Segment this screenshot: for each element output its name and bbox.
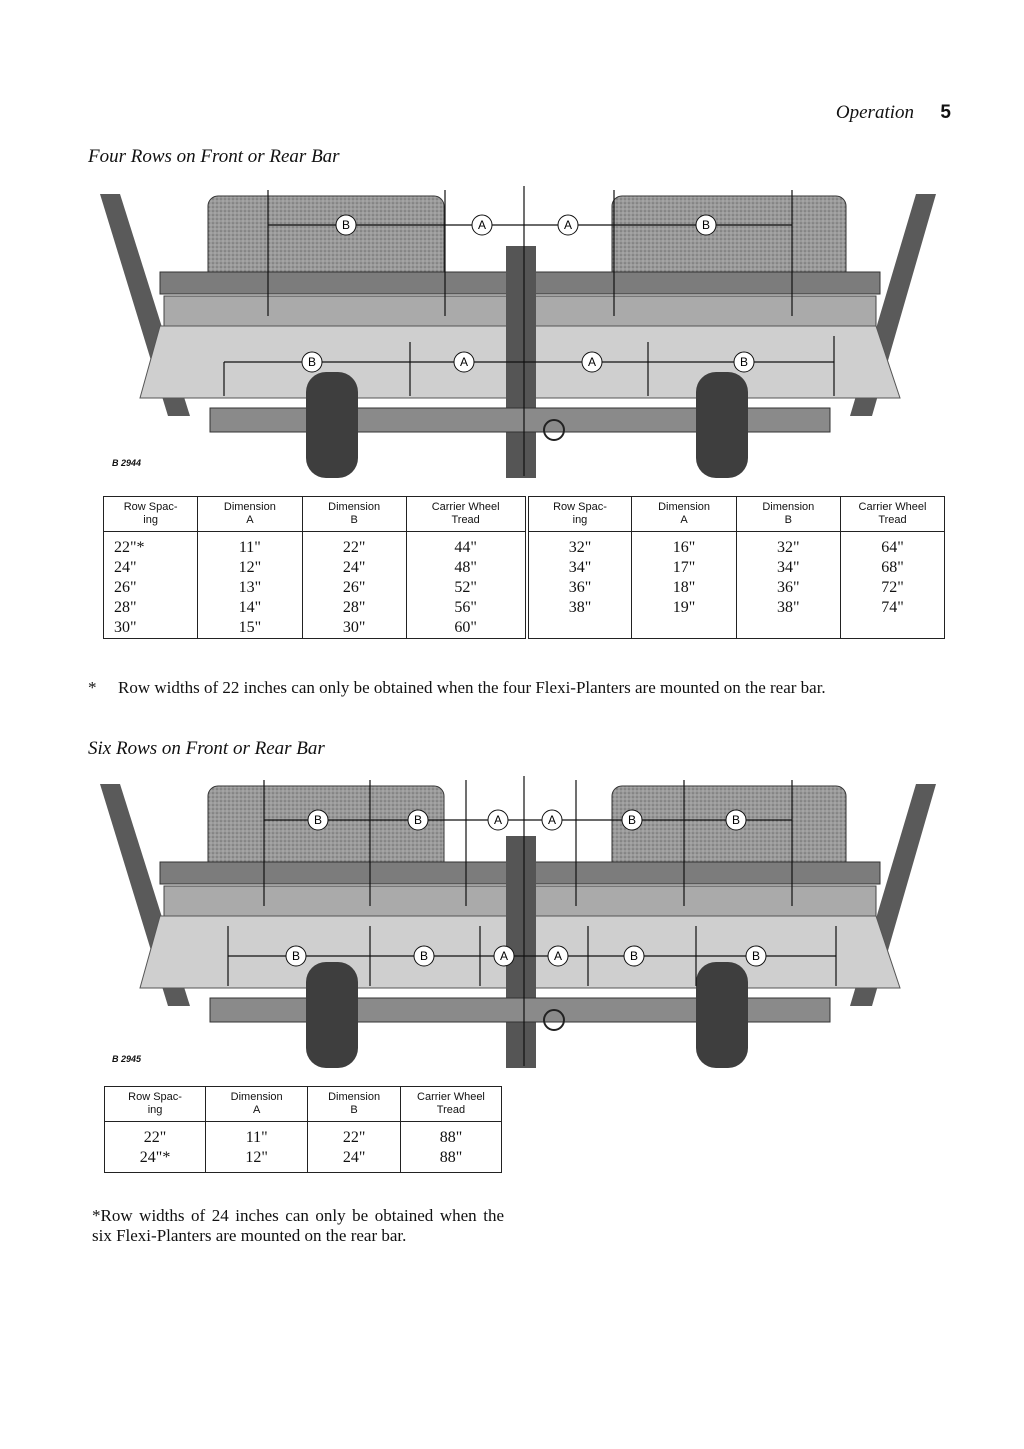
table-cell: 22"24" [307,1121,401,1173]
wheel-left [306,372,358,478]
dim-marker-top-3: A [557,214,579,236]
dim-marker-bottom-3: A [493,945,515,967]
svg-text:B: B [702,218,710,232]
footnote-22-inch: * Row widths of 22 inches can only be ob… [88,678,948,698]
dim-marker-top-3: A [487,809,509,831]
svg-text:B: B [308,355,316,369]
table-cell: 11"12" [205,1121,309,1173]
figure-number-1: B 2944 [112,458,142,468]
svg-text:B: B [292,949,300,963]
dim-marker-bottom-1: B [285,945,307,967]
svg-text:A: A [564,218,572,232]
svg-text:B: B [630,949,638,963]
wheel-left [306,962,358,1068]
dim-marker-bottom-5: B [623,945,645,967]
svg-text:B: B [628,813,636,827]
svg-text:A: A [460,355,468,369]
col-header: Row Spac-ing [102,496,199,532]
footnote-24-inch: *Row widths of 24 inches can only be obt… [92,1206,504,1245]
col-header: Row Spac-ing [103,1086,207,1122]
table-cell: 11"12"13"14"15" [197,531,303,639]
dim-marker-bottom-2: A [453,351,475,373]
svg-text:A: A [554,949,562,963]
figure-number-2: B 2945 [112,1054,142,1064]
dim-marker-bottom-4: B [733,351,755,373]
dim-marker-bottom-3: A [581,351,603,373]
wheel-right [696,962,748,1068]
wheel-right [696,372,748,478]
figure-caption-six-rows: Six Rows on Front or Rear Bar [88,738,325,759]
dim-marker-top-2: B [407,809,429,831]
col-header: Row Spac-ing [524,496,633,532]
dim-marker-bottom-6: B [745,945,767,967]
table-cell: 16"17"18"19" [631,531,737,639]
footnote-text: Row widths of 22 inches can only be obta… [118,678,826,697]
svg-text:A: A [500,949,508,963]
svg-text:A: A [548,813,556,827]
figure-caption-four-rows: Four Rows on Front or Rear Bar [88,146,340,167]
table-row: 22"24"* 11"12" 22"24" 88"88" [103,1121,503,1173]
dim-marker-bottom-4: A [547,945,569,967]
planter-illustration: B A A B B A A B [100,186,936,478]
table-cell: 32"34"36"38" [735,531,841,639]
table-cell: 22"24"26"28"30" [301,531,407,639]
svg-text:B: B [752,949,760,963]
dim-marker-bottom-1: B [301,351,323,373]
dim-marker-top-2: A [471,214,493,236]
svg-text:A: A [494,813,502,827]
svg-text:B: B [414,813,422,827]
page-number: 5 [940,102,951,123]
table-cell: 22"24"* [103,1121,207,1173]
table-cell: 64"68"72"74" [839,531,946,639]
svg-text:A: A [478,218,486,232]
table-row: 22"*24"26"28"30" 11"12"13"14"15" 22"24"2… [102,531,946,639]
dim-marker-top-4: B [695,214,717,236]
photo-six-row-planter: B B A A B B B B A A B B [100,776,936,1068]
table-cell: 32"34"36"38" [524,531,633,639]
svg-text:B: B [732,813,740,827]
table-cell: 22"*24"26"28"30" [102,531,199,639]
svg-text:B: B [740,355,748,369]
dim-marker-top-5: B [621,809,643,831]
dim-marker-bottom-2: B [413,945,435,967]
dim-marker-top-4: A [541,809,563,831]
table-cell: 44"48"52"56"60" [405,531,528,639]
dim-marker-top-1: B [335,214,357,236]
svg-text:B: B [314,813,322,827]
running-header-section: Operation [835,102,914,123]
table-cell: 88"88" [399,1121,503,1173]
planter-illustration-six-row: B B A A B B B B A A B B [100,776,936,1068]
footnote-marker: * [88,678,97,697]
svg-text:B: B [420,949,428,963]
dim-marker-top-6: B [725,809,747,831]
photo-four-row-planter: B A A B B A A B [100,186,936,478]
svg-text:A: A [588,355,596,369]
dim-marker-top-1: B [307,809,329,831]
svg-text:B: B [342,218,350,232]
